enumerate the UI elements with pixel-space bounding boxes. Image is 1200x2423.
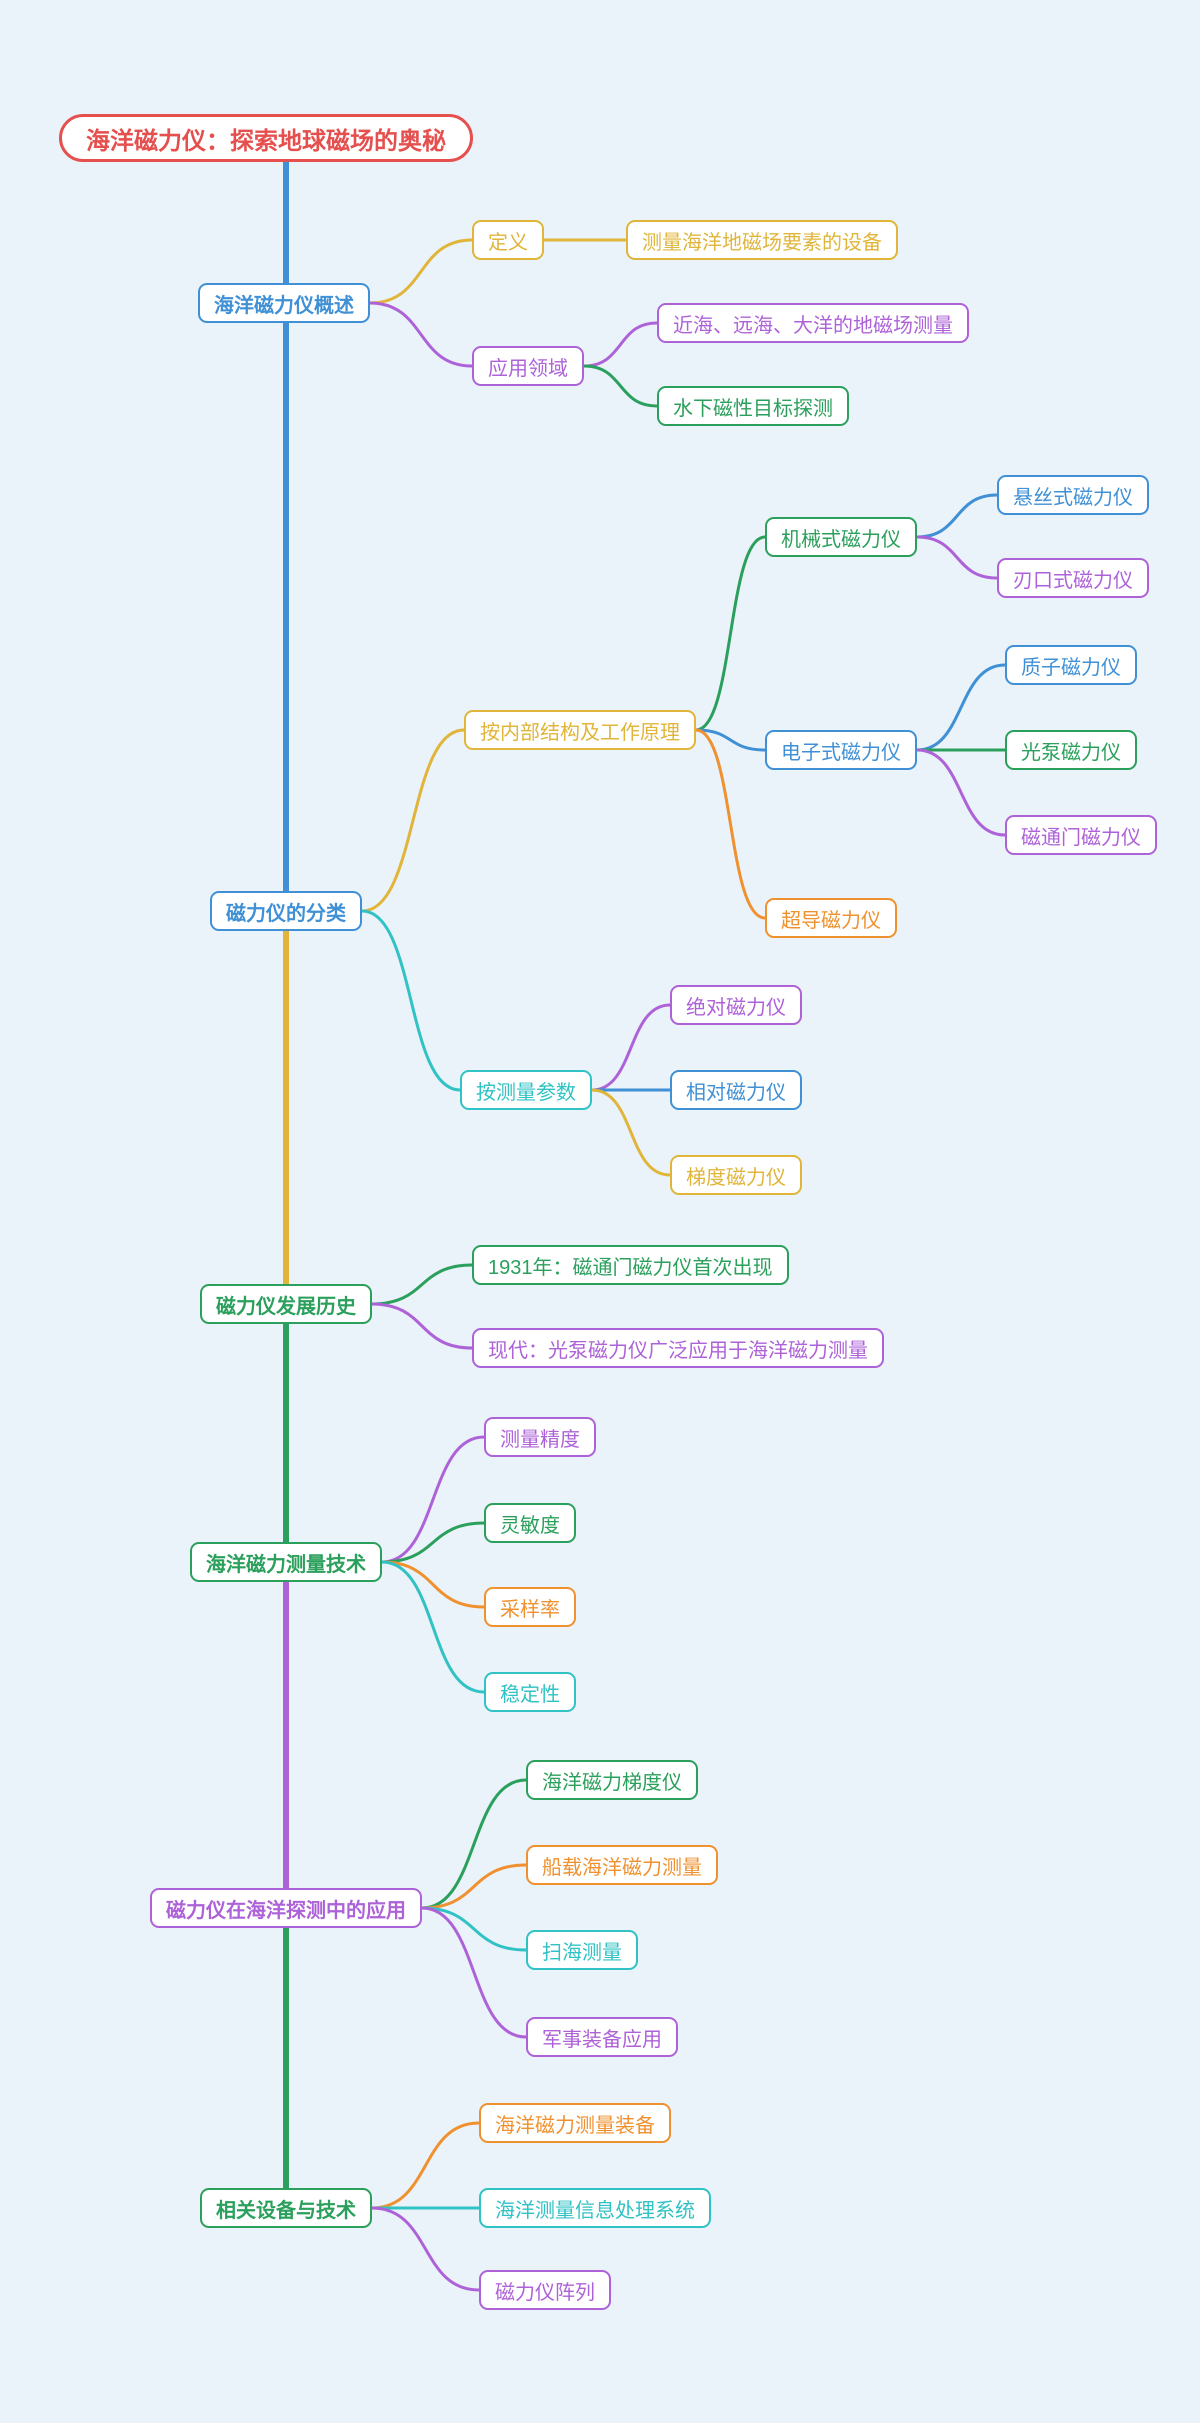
- branch-overview[interactable]: 海洋磁力仪概述: [198, 283, 370, 323]
- node-relative[interactable]: 相对磁力仪: [670, 1070, 802, 1110]
- node-knife-edge[interactable]: 刃口式磁力仪: [997, 558, 1149, 598]
- edge-overview-definition: [368, 238, 474, 305]
- edge-parameter-gradient: [590, 1088, 672, 1177]
- node-sensitivity[interactable]: 灵敏度: [484, 1503, 576, 1543]
- edge-electronic-proton: [915, 663, 1007, 752]
- root-topic[interactable]: 海洋磁力仪：探索地球磁场的奥秘: [59, 114, 473, 162]
- edge-apps-sweep: [420, 1906, 528, 1952]
- node-gradiometer[interactable]: 海洋磁力梯度仪: [526, 1760, 698, 1800]
- edge-mechanical-blade: [915, 535, 999, 580]
- edge-overview-fields: [368, 301, 474, 368]
- edge-tech-sensitivity: [380, 1521, 486, 1564]
- edge-tech-sampling: [380, 1560, 486, 1609]
- node-gradient[interactable]: 梯度磁力仪: [670, 1155, 802, 1195]
- edge-history-1931: [370, 1263, 474, 1306]
- node-sweep-survey[interactable]: 扫海测量: [526, 1930, 638, 1970]
- node-survey-equipment[interactable]: 海洋磁力测量装备: [479, 2103, 671, 2143]
- node-suspended-wire[interactable]: 悬丝式磁力仪: [997, 475, 1149, 515]
- edge-apps-gradiometer: [420, 1778, 528, 1910]
- edge-electronic-fluxgate: [915, 748, 1007, 837]
- edge-classify-structure: [360, 728, 466, 913]
- edge-tech-stability: [380, 1560, 486, 1694]
- node-fluxgate[interactable]: 磁通门磁力仪: [1005, 815, 1157, 855]
- node-absolute[interactable]: 绝对磁力仪: [670, 985, 802, 1025]
- node-mechanical[interactable]: 机械式磁力仪: [765, 517, 917, 557]
- branch-technology[interactable]: 海洋磁力测量技术: [190, 1542, 382, 1582]
- node-offshore-survey[interactable]: 近海、远海、大洋的地磁场测量: [657, 303, 969, 343]
- branch-classification[interactable]: 磁力仪的分类: [210, 891, 362, 931]
- edge-equip-array: [370, 2206, 481, 2292]
- node-stability[interactable]: 稳定性: [484, 1672, 576, 1712]
- branch-applications[interactable]: 磁力仪在海洋探测中的应用: [150, 1888, 422, 1928]
- node-application-fields[interactable]: 应用领域: [472, 346, 584, 386]
- node-by-parameter[interactable]: 按测量参数: [460, 1070, 592, 1110]
- branch-history[interactable]: 磁力仪发展历史: [200, 1284, 372, 1324]
- node-info-system[interactable]: 海洋测量信息处理系统: [479, 2188, 711, 2228]
- node-precision[interactable]: 测量精度: [484, 1417, 596, 1457]
- node-superconducting[interactable]: 超导磁力仪: [765, 898, 897, 938]
- edge-mechanical-wire: [915, 493, 999, 539]
- edge-equip-survey: [370, 2121, 481, 2210]
- edge-apps-shipborne: [420, 1863, 528, 1910]
- edge-structure-mechanical: [694, 535, 767, 732]
- node-history-1931[interactable]: 1931年：磁通门磁力仪首次出现: [472, 1245, 789, 1285]
- node-electronic[interactable]: 电子式磁力仪: [765, 730, 917, 770]
- node-military[interactable]: 军事装备应用: [526, 2017, 678, 2057]
- branch-equipment[interactable]: 相关设备与技术: [200, 2188, 372, 2228]
- node-proton[interactable]: 质子磁力仪: [1005, 645, 1137, 685]
- edge-parameter-absolute: [590, 1003, 672, 1092]
- node-sampling-rate[interactable]: 采样率: [484, 1587, 576, 1627]
- node-by-structure[interactable]: 按内部结构及工作原理: [464, 710, 696, 750]
- edge-classify-parameter: [360, 909, 462, 1092]
- node-definition[interactable]: 定义: [472, 220, 544, 260]
- node-history-modern[interactable]: 现代：光泵磁力仪广泛应用于海洋磁力测量: [472, 1328, 884, 1368]
- edge-tech-precision: [380, 1435, 486, 1564]
- edge-structure-electronic: [694, 728, 767, 752]
- edge-history-modern: [370, 1302, 474, 1350]
- edge-fields-underwater: [582, 364, 659, 408]
- edge-apps-military: [420, 1906, 528, 2039]
- edge-structure-superconducting: [694, 728, 767, 920]
- edge-fields-offshore: [582, 321, 659, 368]
- node-shipborne-survey[interactable]: 船载海洋磁力测量: [526, 1845, 718, 1885]
- node-definition-desc[interactable]: 测量海洋地磁场要素的设备: [626, 220, 898, 260]
- node-optical-pump[interactable]: 光泵磁力仪: [1005, 730, 1137, 770]
- node-magnetometer-array[interactable]: 磁力仪阵列: [479, 2270, 611, 2310]
- node-underwater-target[interactable]: 水下磁性目标探测: [657, 386, 849, 426]
